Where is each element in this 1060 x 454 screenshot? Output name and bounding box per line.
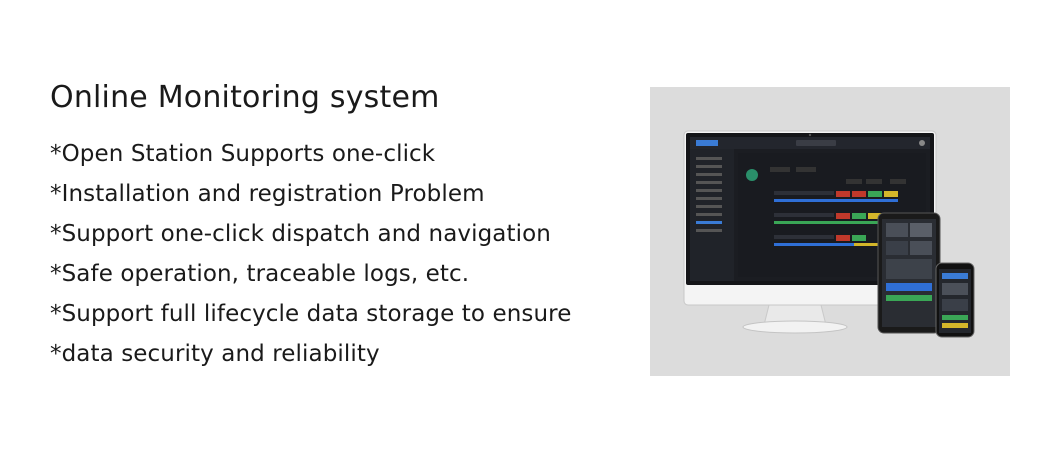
screen-rows bbox=[774, 191, 898, 246]
feature-text-block: Online Monitoring system *Open Station S… bbox=[50, 76, 640, 374]
feature-item: *Open Station Supports one-click bbox=[50, 141, 436, 167]
monitor-stand bbox=[742, 300, 848, 334]
feature-item: *data security and reliability bbox=[50, 341, 380, 367]
feature-item: *Support one-click dispatch and navigati… bbox=[50, 221, 551, 247]
monitor bbox=[683, 130, 937, 306]
tablet bbox=[877, 212, 941, 334]
feature-item: *Installation and registration Problem bbox=[50, 181, 485, 207]
feature-list: *Open Station Supports one-click *Instal… bbox=[50, 134, 640, 374]
page-title: Online Monitoring system bbox=[50, 80, 440, 115]
product-photo bbox=[650, 87, 1010, 376]
feature-item: *Safe operation, traceable logs, etc. bbox=[50, 261, 470, 287]
monitor-tablet-phone-icon bbox=[650, 87, 1010, 376]
feature-item: *Support full lifecycle data storage to … bbox=[50, 301, 572, 327]
phone bbox=[935, 262, 975, 338]
